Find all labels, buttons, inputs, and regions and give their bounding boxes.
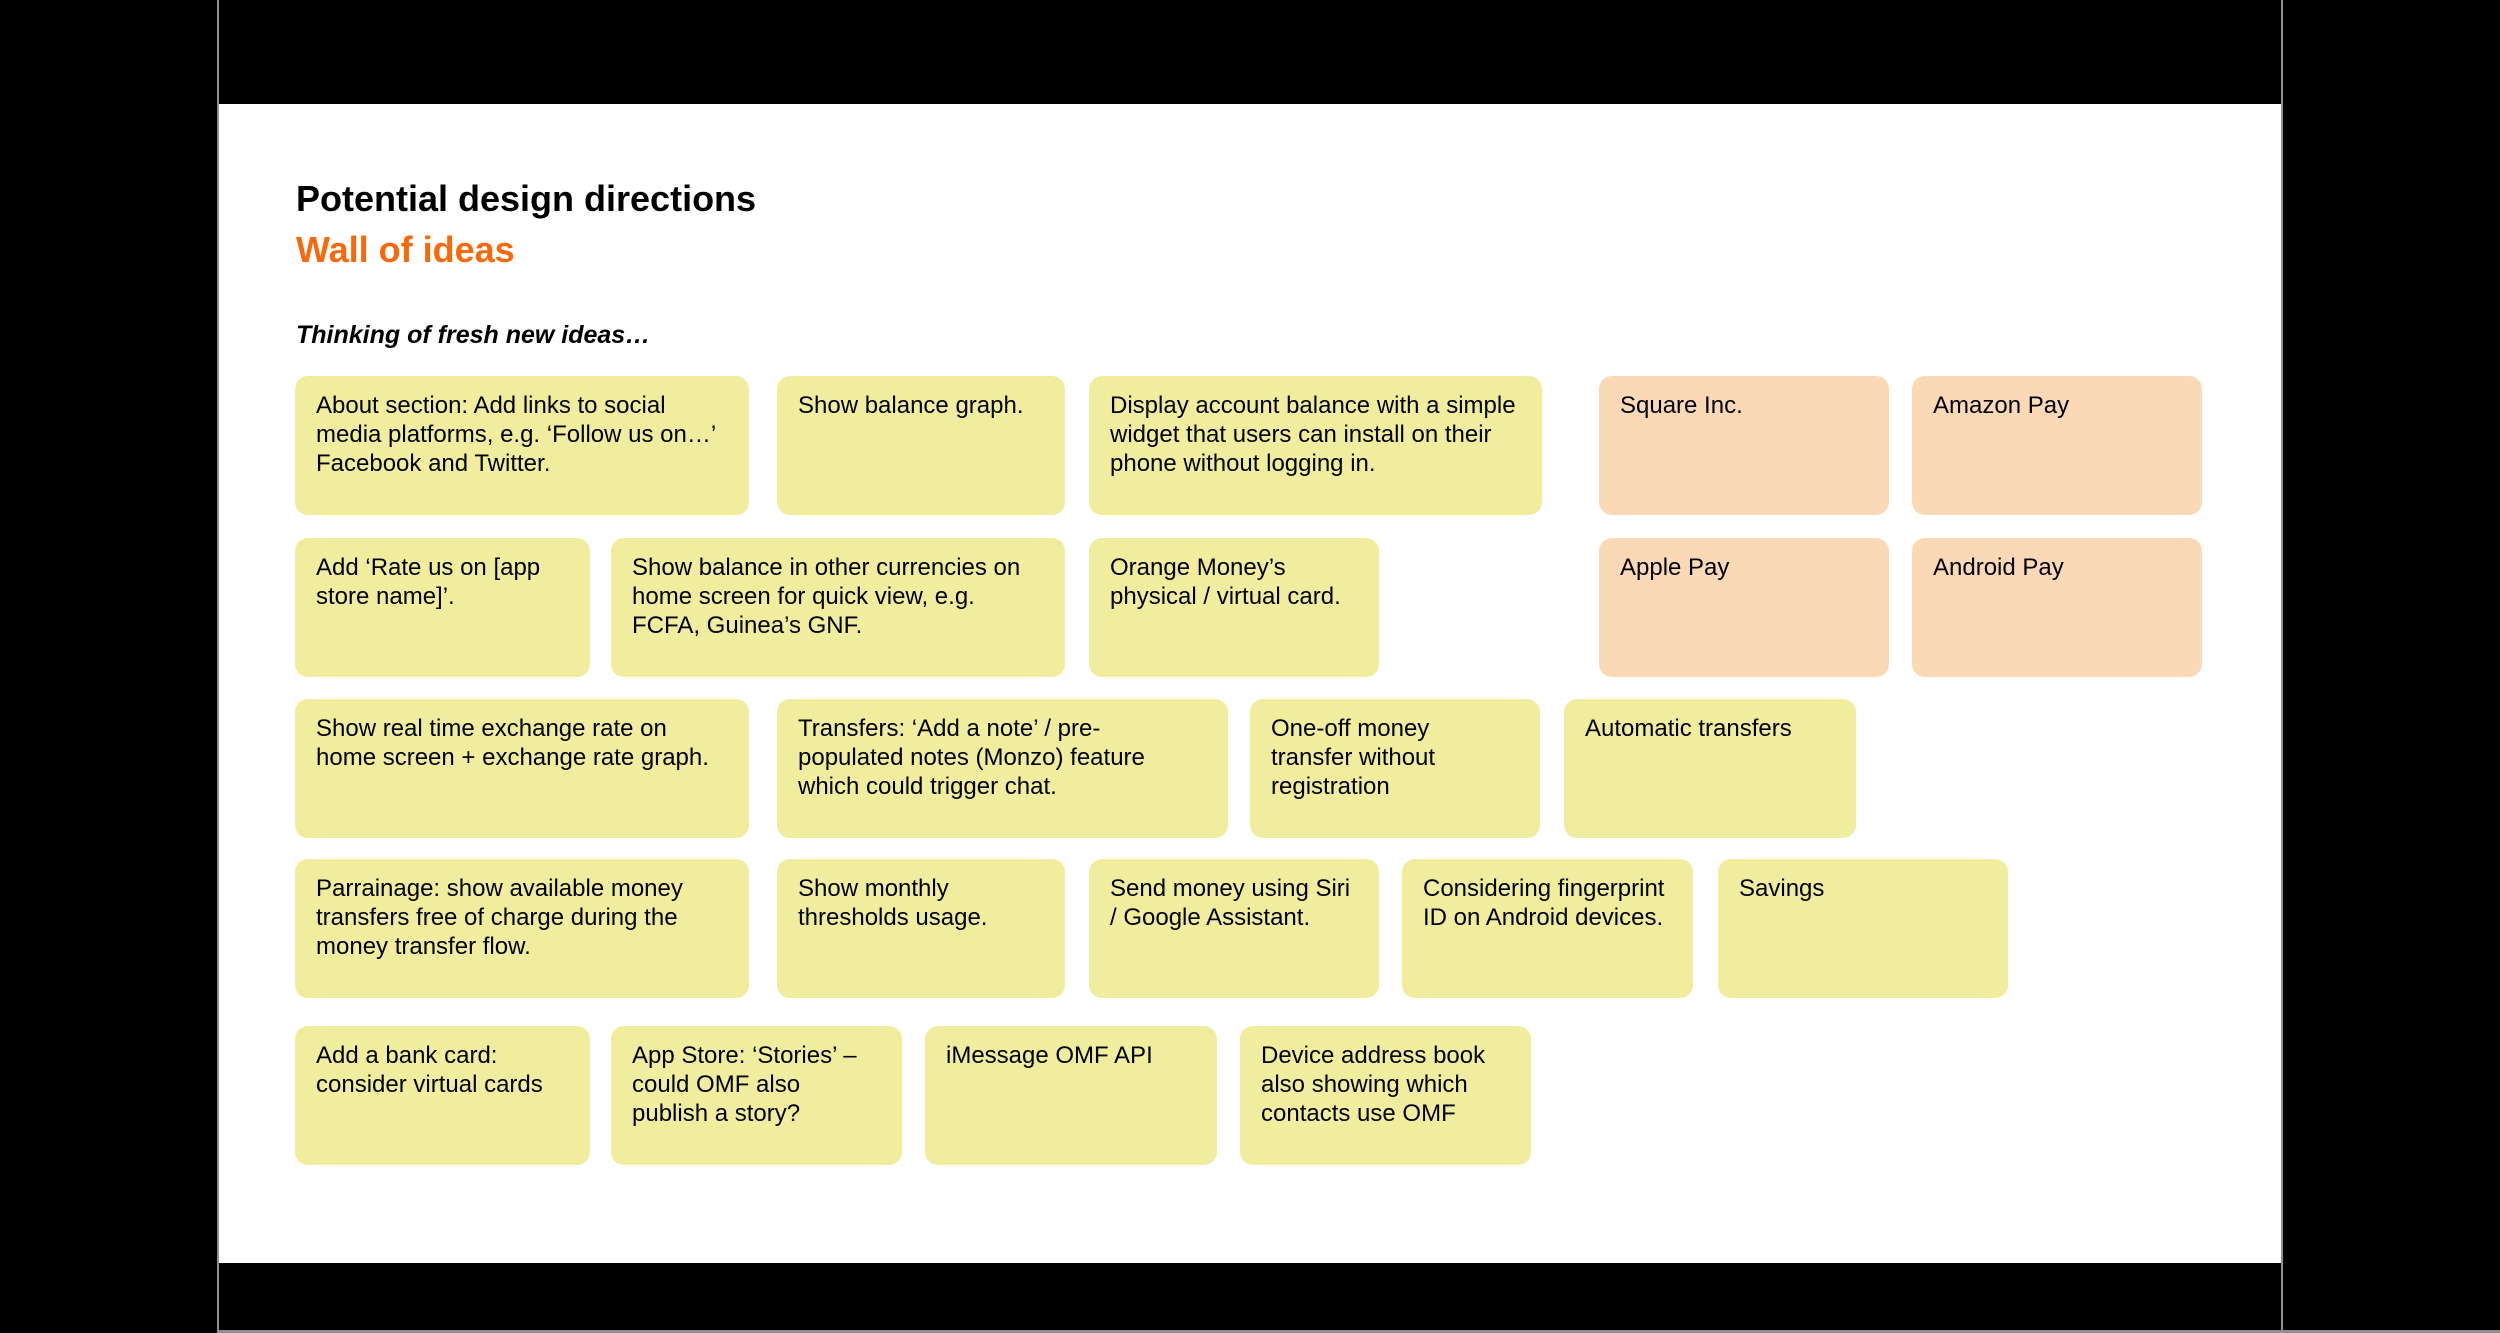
sticky-note-text: Show balance graph. [798, 392, 1024, 419]
sticky-note: Show real time exchange rate on home scr… [295, 699, 749, 838]
sticky-note-text: Savings [1739, 875, 1825, 902]
sticky-note-text: Add ‘Rate us on [app store name]’. [316, 554, 541, 610]
sticky-note: Add a bank card: consider virtual cards [295, 1026, 590, 1165]
sticky-note-text: Amazon Pay [1933, 392, 2070, 419]
sticky-note: Device address book also showing which c… [1240, 1026, 1531, 1165]
sticky-note-text: Considering fingerprint ID on Android de… [1423, 875, 1665, 931]
sticky-note-text: Send money using Siri / Google Assistant… [1110, 875, 1351, 931]
sticky-note: Considering fingerprint ID on Android de… [1402, 859, 1693, 998]
sticky-note: iMessage OMF API [925, 1026, 1217, 1165]
sticky-note-text: Android Pay [1933, 554, 2064, 581]
sticky-note-text: Transfers: ‘Add a note’ / pre-populated … [798, 715, 1145, 800]
sticky-note-text: Automatic transfers [1585, 715, 1792, 742]
sticky-note-text: Show monthly thresholds usage. [798, 875, 988, 931]
sticky-note: App Store: ‘Stories’ – could OMF also pu… [611, 1026, 902, 1165]
sticky-note: Show balance in other currencies on home… [611, 538, 1065, 677]
sticky-note: About section: Add links to social media… [295, 376, 749, 515]
window-edge-right [2281, 0, 2283, 1333]
sticky-note: Amazon Pay [1912, 376, 2202, 515]
sticky-note-text: Show balance in other currencies on home… [632, 554, 1021, 639]
sticky-note-text: App Store: ‘Stories’ – could OMF also pu… [632, 1042, 857, 1127]
sticky-note: One-off money transfer without registrat… [1250, 699, 1540, 838]
sticky-note: Android Pay [1912, 538, 2202, 677]
sticky-note-text: Apple Pay [1620, 554, 1730, 581]
sticky-note-text: One-off money transfer without registrat… [1271, 715, 1436, 800]
sticky-note-text: Show real time exchange rate on home scr… [316, 715, 709, 771]
sticky-note-text: Display account balance with a simple wi… [1110, 392, 1516, 477]
slide-title: Potential design directions [296, 178, 757, 219]
sticky-note: Show monthly thresholds usage. [777, 859, 1065, 998]
sticky-note: Automatic transfers [1564, 699, 1856, 838]
slide-subtitle: Wall of ideas [296, 229, 515, 270]
sticky-note: Show balance graph. [777, 376, 1065, 515]
sticky-note-text: Parrainage: show available money transfe… [316, 875, 683, 960]
window-edge-bottom [217, 1330, 2500, 1333]
slide-tagline: Thinking of fresh new ideas… [296, 321, 651, 349]
sticky-note: Savings [1718, 859, 2008, 998]
sticky-note-text: Device address book also showing which c… [1261, 1042, 1486, 1127]
sticky-note-text: iMessage OMF API [946, 1042, 1153, 1069]
sticky-note: Orange Money’s physical / virtual card. [1089, 538, 1379, 677]
sticky-note: Display account balance with a simple wi… [1089, 376, 1542, 515]
sticky-note: Send money using Siri / Google Assistant… [1089, 859, 1379, 998]
sticky-note: Transfers: ‘Add a note’ / pre-populated … [777, 699, 1228, 838]
sticky-note: Parrainage: show available money transfe… [295, 859, 749, 998]
sticky-note-text: About section: Add links to social media… [316, 392, 716, 477]
sticky-note-text: Add a bank card: consider virtual cards [316, 1042, 543, 1098]
slide-heading: Potential design directions Wall of idea… [296, 173, 756, 275]
sticky-note-text: Square Inc. [1620, 392, 1743, 419]
sticky-note: Add ‘Rate us on [app store name]’. [295, 538, 590, 677]
window-edge-left [217, 0, 219, 1333]
ideas-board: About section: Add links to social media… [219, 104, 2281, 1263]
sticky-note: Apple Pay [1599, 538, 1889, 677]
slide-canvas[interactable]: Potential design directions Wall of idea… [219, 104, 2281, 1263]
sticky-note-text: Orange Money’s physical / virtual card. [1110, 554, 1341, 610]
sticky-note: Square Inc. [1599, 376, 1889, 515]
